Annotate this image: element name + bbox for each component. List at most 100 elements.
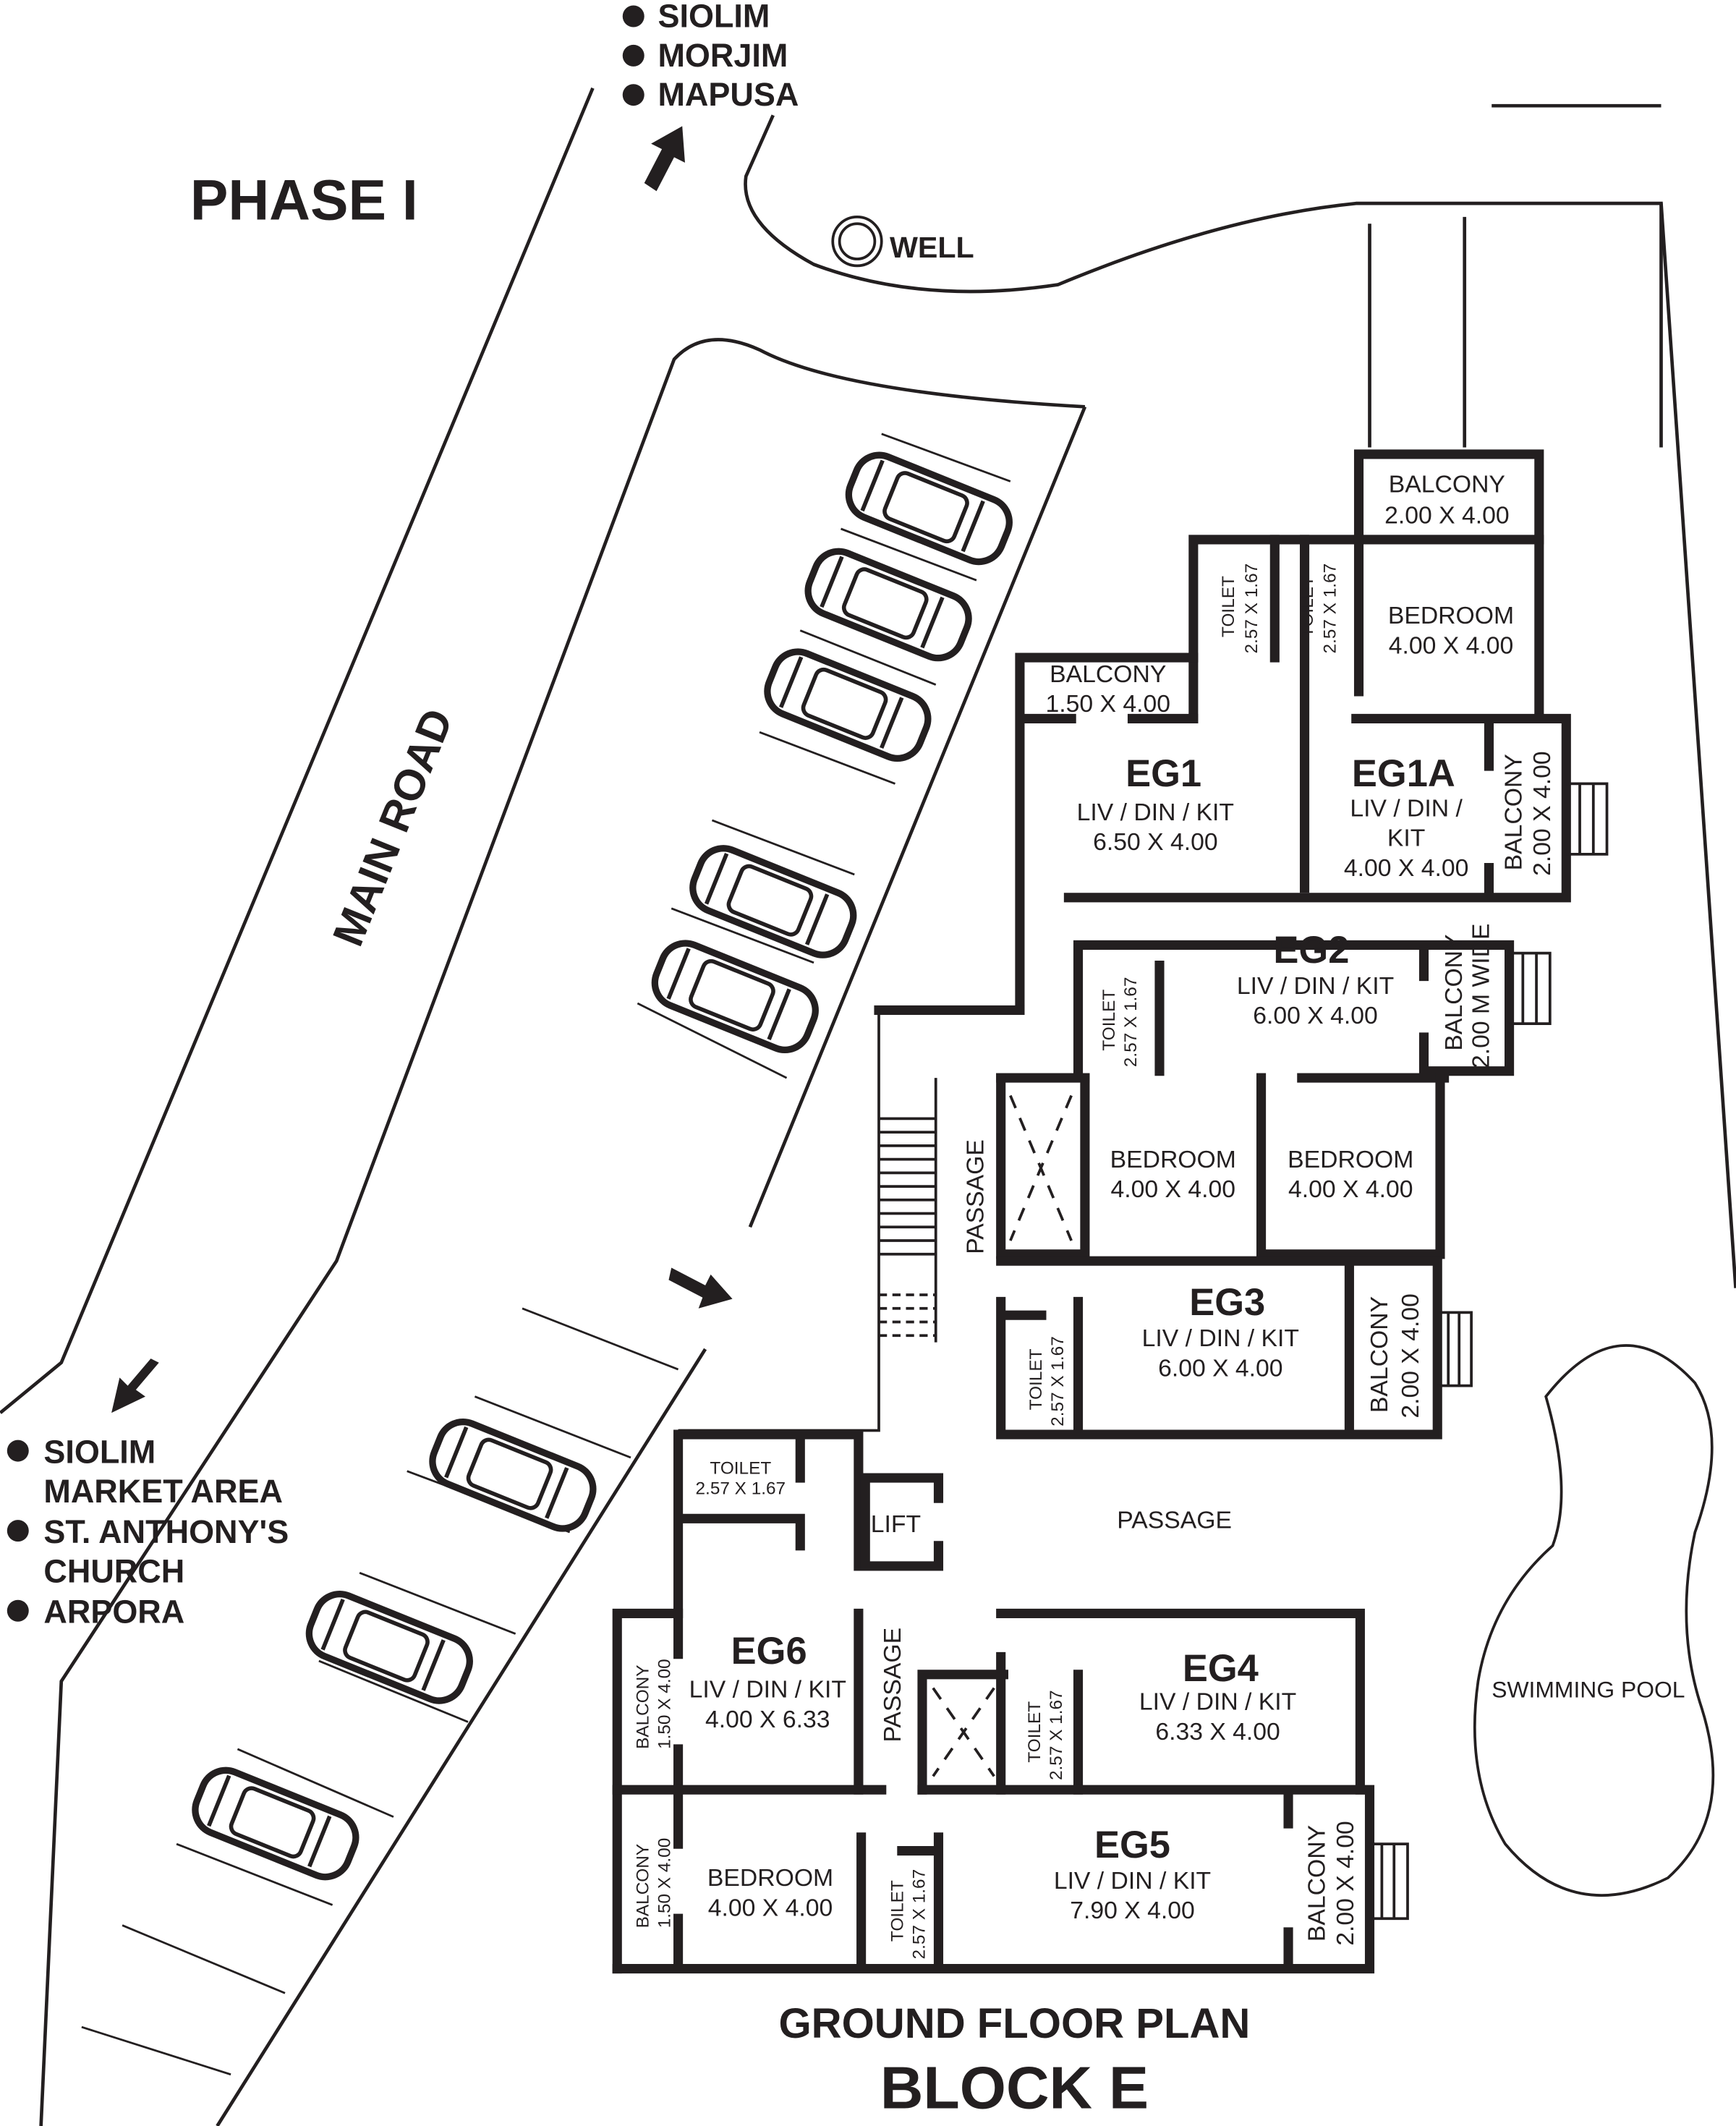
car-icon [192, 1766, 359, 1881]
svg-text:EG5: EG5 [1094, 1824, 1170, 1866]
swimming-pool: SWIMMING POOL [1473, 1344, 1715, 1897]
svg-text:TOILET: TOILET [710, 1458, 771, 1478]
well: WELL [831, 216, 974, 268]
svg-text:LIV / DIN / KIT: LIV / DIN / KIT [689, 1676, 846, 1704]
plan-title: GROUND FLOOR PLAN [778, 2000, 1250, 2047]
svg-text:EG1A: EG1A [1352, 752, 1455, 795]
svg-text:BALCONY: BALCONY [633, 1665, 652, 1749]
svg-text:PASSAGE: PASSAGE [961, 1139, 989, 1254]
svg-text:BALCONY: BALCONY [1499, 754, 1527, 870]
svg-text:2.57 X 1.67: 2.57 X 1.67 [1242, 564, 1261, 654]
svg-text:2.00 X 4.00: 2.00 X 4.00 [1332, 1821, 1359, 1945]
svg-text:BALCONY: BALCONY [633, 1844, 652, 1928]
svg-text:MORJIM: MORJIM [658, 37, 788, 74]
svg-text:2.57 X 1.67: 2.57 X 1.67 [1121, 977, 1141, 1068]
car-icon [651, 940, 819, 1053]
svg-text:2.00 X 4.00: 2.00 X 4.00 [1528, 751, 1556, 875]
svg-text:LIV / DIN / KIT: LIV / DIN / KIT [1237, 972, 1394, 1000]
svg-text:BALCONY: BALCONY [1440, 934, 1468, 1050]
walls [612, 449, 1571, 1974]
svg-text:BALCONY: BALCONY [1389, 470, 1505, 498]
svg-text:EG1: EG1 [1126, 752, 1201, 795]
svg-text:BEDROOM: BEDROOM [1110, 1146, 1236, 1173]
svg-text:7.90 X 4.00: 7.90 X 4.00 [1070, 1897, 1194, 1924]
svg-text:TOILET: TOILET [888, 1880, 908, 1942]
svg-text:MAPUSA: MAPUSA [658, 76, 799, 113]
svg-text:EG2: EG2 [1273, 929, 1349, 971]
parking-lines [81, 433, 1011, 2076]
svg-text:TOILET: TOILET [1099, 990, 1119, 1051]
phase-title: PHASE I [190, 169, 418, 232]
arrow-north-icon [644, 126, 685, 192]
svg-text:BEDROOM: BEDROOM [707, 1864, 833, 1892]
svg-text:BALCONY: BALCONY [1050, 660, 1166, 688]
svg-text:TOILET: TOILET [1026, 1348, 1046, 1410]
svg-text:4.00 X 4.00: 4.00 X 4.00 [1110, 1175, 1235, 1203]
svg-text:KIT: KIT [1387, 825, 1425, 852]
svg-text:SIOLIM: SIOLIM [658, 0, 770, 34]
svg-text:EG6: EG6 [731, 1630, 807, 1672]
svg-text:PASSAGE: PASSAGE [879, 1628, 906, 1743]
car-icon [305, 1591, 473, 1704]
svg-text:4.00 X 4.00: 4.00 X 4.00 [1288, 1175, 1413, 1203]
common-areas: PASSAGE PASSAGE PASSAGE LIFT [871, 1139, 1232, 1742]
svg-text:4.00 X 6.33: 4.00 X 6.33 [705, 1706, 830, 1733]
svg-text:PASSAGE: PASSAGE [1117, 1506, 1232, 1534]
roads [0, 87, 1736, 2126]
svg-text:4.00 X 4.00: 4.00 X 4.00 [708, 1894, 833, 1921]
arrow-southwest-icon [111, 1358, 159, 1413]
svg-text:2.57 X 1.67: 2.57 X 1.67 [1321, 564, 1340, 654]
svg-text:BEDROOM: BEDROOM [1288, 1146, 1413, 1173]
unit-eg1a: EG1A LIV / DIN / KIT 4.00 X 4.00 BALCONY… [1298, 470, 1556, 881]
svg-text:1.50 X 4.00: 1.50 X 4.00 [655, 1659, 674, 1749]
svg-text:2.00 M WIDE: 2.00 M WIDE [1467, 923, 1494, 1068]
svg-text:6.00 X 4.00: 6.00 X 4.00 [1158, 1354, 1282, 1382]
svg-text:LIV / DIN / KIT: LIV / DIN / KIT [1054, 1867, 1211, 1895]
svg-text:LIV / DIN / KIT: LIV / DIN / KIT [1077, 799, 1234, 826]
svg-text:MARKET AREA: MARKET AREA [43, 1473, 283, 1510]
arrow-east-icon [668, 1267, 733, 1309]
svg-text:TOILET: TOILET [1298, 576, 1317, 637]
car-icon [764, 648, 932, 762]
svg-text:LIV / DIN / KIT: LIV / DIN / KIT [1139, 1688, 1296, 1716]
north-destinations: SIOLIM MORJIM MAPUSA [622, 0, 799, 113]
svg-text:6.00 X 4.00: 6.00 X 4.00 [1253, 1002, 1377, 1029]
svg-text:BALCONY: BALCONY [1303, 1825, 1331, 1942]
svg-text:1.50 X 4.00: 1.50 X 4.00 [1046, 690, 1170, 718]
svg-text:EG4: EG4 [1183, 1647, 1259, 1690]
svg-text:LIV / DIN /: LIV / DIN / [1350, 794, 1463, 822]
road-label: MAIN ROAD [323, 702, 462, 953]
car-icon [845, 451, 1013, 566]
unit-eg1: EG1 LIV / DIN / KIT 6.50 X 4.00 BALCONY … [1046, 564, 1261, 856]
unit-eg4: EG4 LIV / DIN / KIT 6.33 X 4.00 TOILET 2… [1025, 1647, 1296, 1780]
svg-text:2.00 X 4.00: 2.00 X 4.00 [1384, 502, 1509, 530]
svg-text:6.33 X 4.00: 6.33 X 4.00 [1155, 1718, 1280, 1746]
svg-text:1.50 X 4.00: 1.50 X 4.00 [655, 1838, 674, 1929]
svg-text:2.57 X 1.67: 2.57 X 1.67 [696, 1479, 786, 1499]
svg-text:EG3: EG3 [1189, 1281, 1265, 1324]
svg-text:ST. ANTHONY'S: ST. ANTHONY'S [43, 1513, 289, 1550]
svg-text:WELL: WELL [890, 231, 974, 264]
svg-text:BEDROOM: BEDROOM [1388, 602, 1514, 629]
svg-text:4.00 X 4.00: 4.00 X 4.00 [1344, 854, 1468, 882]
svg-text:2.57 X 1.67: 2.57 X 1.67 [1048, 1336, 1068, 1426]
svg-text:TOILET: TOILET [1219, 576, 1238, 637]
car-icon [689, 845, 857, 958]
unit-eg3: EG3 LIV / DIN / KIT 6.00 X 4.00 BALCONY … [1026, 1281, 1424, 1426]
svg-text:2.57 X 1.67: 2.57 X 1.67 [1047, 1690, 1066, 1780]
svg-text:6.50 X 4.00: 6.50 X 4.00 [1093, 828, 1217, 856]
block-title: BLOCK E [880, 2055, 1149, 2122]
car-icon [804, 548, 972, 662]
svg-text:CHURCH: CHURCH [43, 1552, 184, 1589]
svg-text:SIOLIM: SIOLIM [43, 1433, 156, 1470]
svg-text:TOILET: TOILET [1025, 1701, 1044, 1763]
svg-text:ARPORA: ARPORA [43, 1594, 184, 1630]
cars [192, 451, 1013, 1881]
stairs [678, 782, 1609, 1921]
svg-text:2.57 X 1.67: 2.57 X 1.67 [910, 1869, 929, 1960]
svg-text:LIV / DIN / KIT: LIV / DIN / KIT [1142, 1325, 1299, 1352]
car-icon [429, 1418, 597, 1532]
unit-eg2: EG2 LIV / DIN / KIT 6.00 X 4.00 BALCONY … [1099, 923, 1494, 1203]
unit-eg6: TOILET 2.57 X 1.67 EG6 LIV / DIN / KIT 4… [633, 1458, 846, 1748]
south-destinations: SIOLIM MARKET AREA ST. ANTHONY'S CHURCH … [7, 1433, 289, 1630]
